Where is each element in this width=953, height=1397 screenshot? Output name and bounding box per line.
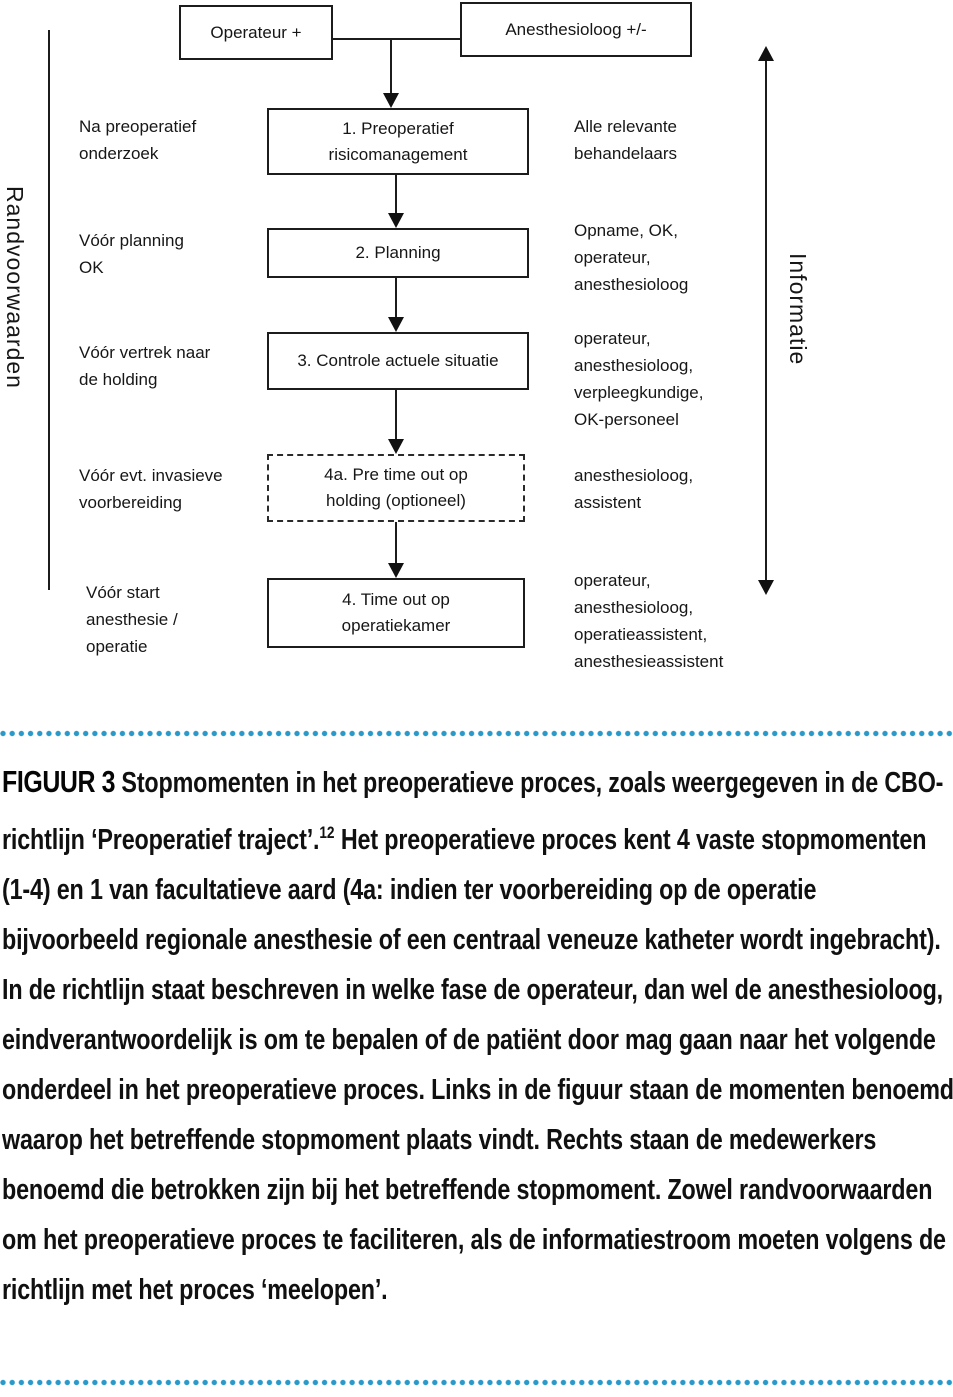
connector-top-horizontal-line — [333, 38, 461, 40]
step-4a-left-label: Vóór evt. invasieve voorbereiding — [79, 466, 223, 512]
figure-caption-label: FIGUUR 3 — [2, 764, 116, 799]
figure-caption-text-after-sup: Het preoperatieve proces kent 4 vaste st… — [2, 824, 953, 1306]
arrow-line-2-3 — [395, 278, 397, 319]
step-3-left-label: Vóór vertrek naar de holding — [79, 343, 211, 389]
arrow-down-icon — [388, 213, 404, 228]
figure-caption-superscript: 12 — [319, 823, 335, 842]
randvoorwaarden-bracket-line — [48, 30, 50, 590]
box-step-4a: 4a. Pre time out op holding (optioneel) — [267, 454, 525, 522]
dotted-rule-top — [0, 730, 953, 737]
figure-caption: FIGUUR 3 Stopmomenten in het preoperatie… — [2, 757, 953, 1315]
step-2-left-label: Vóór planning OK — [79, 231, 184, 277]
box-step-4: 4. Time out op operatiekamer — [267, 578, 525, 648]
box-anesthesioloog: Anesthesioloog +/- — [460, 2, 692, 57]
step-4-right-label: operateur, anesthesioloog, operatieassis… — [574, 571, 724, 671]
arrow-up-icon — [758, 46, 774, 61]
randvoorwaarden-axis-label: Randvoorwaarden — [2, 186, 28, 389]
box-operateur: Operateur + — [179, 5, 333, 60]
informatie-arrow-line — [765, 58, 767, 582]
dotted-rule-bottom — [0, 1379, 953, 1386]
arrow-down-icon — [758, 580, 774, 595]
box-step-1: 1. Preoperatief risicomanagement — [267, 108, 529, 175]
arrow-down-icon — [388, 563, 404, 578]
arrow-line-1-2 — [395, 175, 397, 215]
step-1-left-label: Na preoperatief onderzoek — [79, 117, 197, 163]
preoperative-flowchart: Randvoorwaarden Operateur + Anesthesiolo… — [2, 2, 811, 671]
step-1-right-label: Alle relevante behandelaars — [574, 117, 678, 163]
informatie-axis-label: Informatie — [785, 253, 811, 366]
figure-caption-text-before-sup: Stopmomenten in het preoperatieve proces… — [2, 767, 944, 856]
arrow-down-icon — [388, 439, 404, 454]
step-4-left-label: Vóór start anesthesie / operatie — [86, 583, 178, 656]
arrow-line-3-4a — [395, 390, 397, 440]
connector-top-vertical-line — [390, 38, 392, 94]
step-3-right-label: operateur, anesthesioloog, verpleegkundi… — [574, 329, 704, 429]
step-2-right-label: Opname, OK, operateur, anesthesioloog — [574, 221, 689, 294]
arrow-down-icon — [388, 317, 404, 332]
step-4a-right-label: anesthesioloog, assistent — [574, 466, 694, 512]
box-step-2: 2. Planning — [267, 228, 529, 278]
box-step-3: 3. Controle actuele situatie — [267, 332, 529, 390]
arrow-down-icon — [383, 93, 399, 108]
arrow-line-4a-4 — [395, 522, 397, 564]
